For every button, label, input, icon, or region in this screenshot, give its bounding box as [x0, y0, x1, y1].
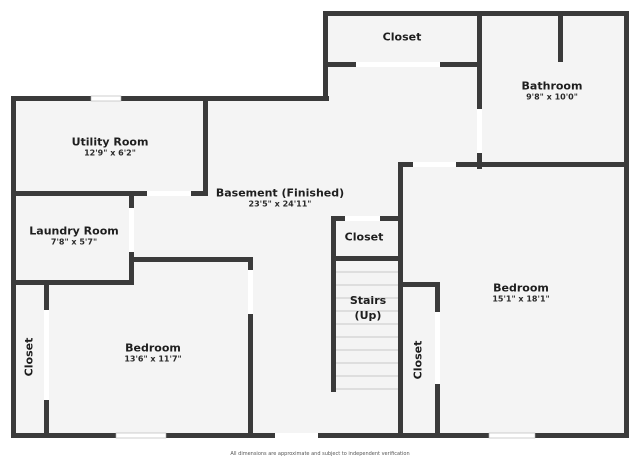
room-bedroom-right: Bedroom 15'1" x 18'1": [492, 282, 549, 305]
room-utility: Utility Room 12'9" x 6'2": [72, 136, 149, 159]
disclaimer-text: All dimensions are approximate and subje…: [230, 451, 410, 457]
stairs-direction: (Up): [354, 309, 382, 322]
room-closet-top: Closet: [383, 31, 422, 44]
room-name: Closet: [382, 30, 422, 44]
room-name: Basement (Finished): [215, 186, 345, 200]
room-dimensions: 12'9" x 6'2": [84, 148, 136, 158]
room-dimensions: 9'8" x 10'0": [526, 92, 578, 102]
room-closet-center: Closet: [345, 231, 384, 244]
room-name: Bathroom: [521, 79, 583, 93]
room-bathroom: Bathroom 9'8" x 10'0": [522, 80, 583, 103]
room-dimensions: 7'8" x 5'7": [50, 237, 98, 247]
room-name: Bedroom: [125, 341, 181, 355]
room-stairs: Stairs (Up): [350, 294, 386, 322]
room-closet-left: Closet: [22, 337, 36, 377]
room-laundry: Laundry Room 7'8" x 5'7": [29, 225, 118, 248]
room-name: Utility Room: [71, 135, 149, 149]
room-dimensions: 13'6" x 11'7": [124, 354, 182, 364]
room-dimensions: 23'5" x 24'11": [248, 199, 312, 209]
room-dimensions: 15'1" x 18'1": [492, 294, 550, 304]
stair-treads: [336, 271, 398, 390]
floor-area: [12, 11, 628, 438]
room-name: Laundry Room: [29, 224, 119, 238]
room-name: Stairs: [349, 294, 387, 307]
room-name: Bedroom: [493, 281, 549, 295]
exterior-walls: [11, 11, 629, 438]
windows: [90, 95, 536, 439]
door-openings: [44, 62, 482, 438]
room-closet-right: Closet: [411, 340, 425, 380]
room-name: Closet: [344, 230, 384, 244]
room-basement: Basement (Finished) 23'5" x 24'11": [216, 187, 344, 210]
room-bedroom-left: Bedroom 13'6" x 11'7": [124, 342, 181, 365]
